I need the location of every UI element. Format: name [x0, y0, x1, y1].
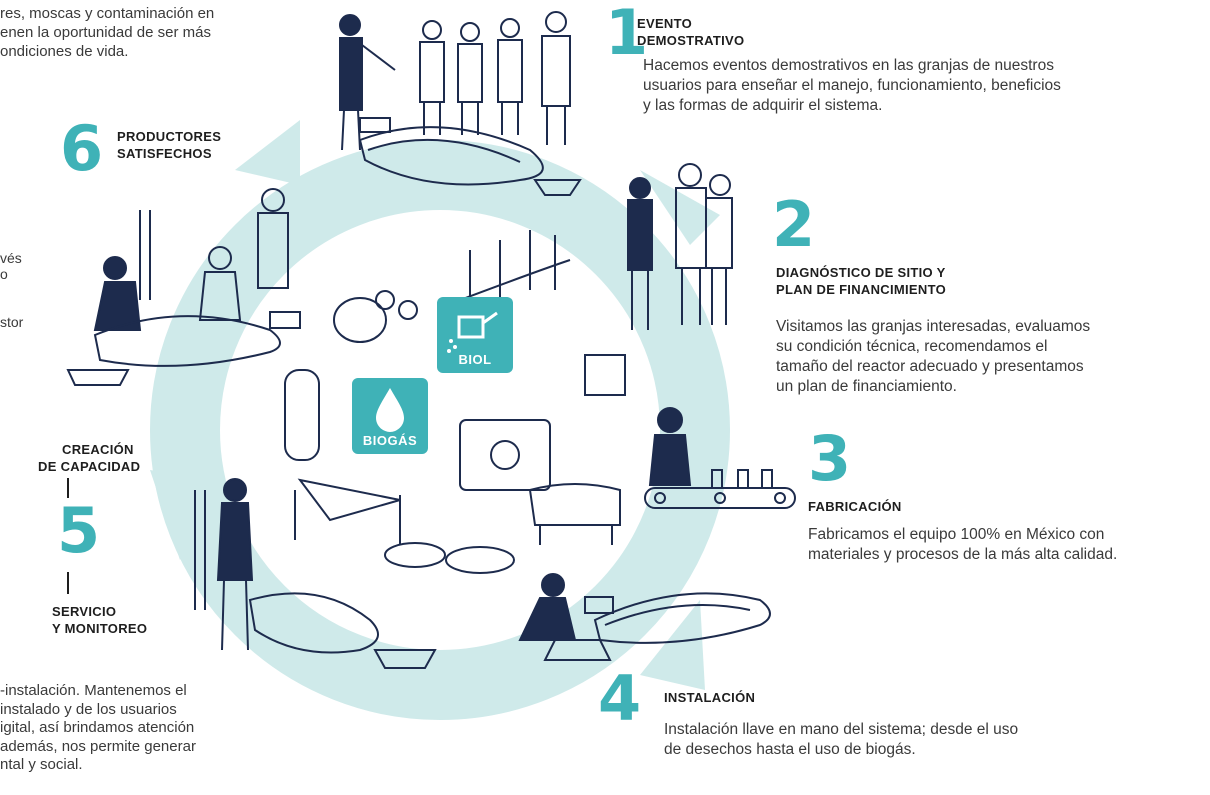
step-1-text-line: y las formas de adquirir el sistema.	[643, 97, 883, 114]
biogas-label: BIOGÁS	[362, 433, 418, 448]
step-4-text: Instalación llave en mano del sistema; d…	[664, 720, 1018, 760]
step-5-title-top-line2: DE CAPACIDAD	[38, 459, 141, 474]
step-5-text-line: ntal y social.	[0, 756, 83, 773]
step-6-text-line: res, moscas y contaminación en	[0, 5, 215, 22]
step-6-side-line	[0, 298, 23, 314]
step-5-text: -instalación. Mantenemos el instalado y …	[0, 682, 196, 775]
step-2-text-line: su condición técnica, recomendamos el	[776, 338, 1048, 355]
diagnosis-illustration	[627, 163, 733, 330]
step-2-number: 2	[772, 188, 816, 261]
biogas-badge: BIOGÁS	[352, 378, 428, 454]
step-3-text-line: Fabricamos el equipo 100% en México con	[808, 526, 1105, 543]
step-5-title-top-line1: CREACIÓN	[62, 442, 134, 457]
step-1-text-line: Hacemos eventos demostrativos en las gra…	[643, 57, 1054, 74]
step-5-number: 5	[57, 494, 101, 567]
step-2-text-line: un plan de financiamiento.	[776, 378, 957, 395]
step-5-text-line: igital, así brindamos atención	[0, 719, 195, 736]
step-3-text-line: materiales y procesos de la más alta cal…	[808, 546, 1118, 563]
fabrication-illustration	[644, 407, 796, 509]
step-2-text-line: tamaño del reactor adecuado y presentamo…	[776, 358, 1084, 375]
step-1-text: Hacemos eventos demostrativos en las gra…	[643, 56, 1061, 116]
service-illustration	[194, 478, 437, 669]
biol-badge: BIOL	[437, 297, 513, 373]
step-5-title-bottom-line2: Y MONITOREO	[52, 621, 148, 636]
step-6-side-line	[0, 282, 23, 298]
step-5-connector-bottom	[67, 572, 69, 594]
step-6-number: 6	[60, 112, 104, 185]
step-6-title-line1: PRODUCTORES	[117, 129, 222, 144]
step-2-title-line2: PLAN DE FINANCIMIENTO	[776, 282, 947, 297]
step-3-text: Fabricamos el equipo 100% en México con …	[808, 525, 1117, 565]
step-2-title-line1: DIAGNÓSTICO DE SITIO Y	[776, 265, 946, 280]
step-6-title-line2: SATISFECHOS	[117, 146, 212, 161]
ring-arrow-1	[640, 170, 720, 245]
step-5-connector-top	[67, 478, 69, 498]
step-5-text-line: -instalación. Mantenemos el	[0, 682, 187, 699]
center-illustration	[284, 230, 626, 574]
step-2-text-line: Visitamos las granjas interesadas, evalu…	[776, 318, 1091, 335]
step-1-text-line: usuarios para enseñar el manejo, funcion…	[643, 77, 1061, 94]
step-6-side-line: o	[0, 266, 8, 282]
installation-illustration	[518, 573, 771, 661]
step-6-text-line: ondiciones de vida.	[0, 43, 129, 60]
biol-label: BIOL	[458, 352, 492, 367]
step-5-title-bottom-line1: SERVICIO	[52, 604, 117, 619]
step-6-text-side: vés o stor	[0, 250, 23, 330]
people-group-illustration	[339, 11, 582, 196]
step-1-title-line1: EVENTO	[637, 16, 693, 31]
step-6-text-top: res, moscas y contaminación en enen la o…	[0, 4, 214, 61]
watering-can-icon	[447, 311, 498, 353]
step-6-side-line: stor	[0, 314, 24, 330]
step-5-text-line: instalado y de los usuarios	[0, 700, 177, 718]
step-1-title-line2: DEMOSTRATIVO	[637, 33, 745, 48]
step-3-number: 3	[808, 422, 852, 495]
step-3-title: FABRICACIÓN	[808, 499, 902, 514]
step-4-text-line: Instalación llave en mano del sistema; d…	[664, 721, 1019, 738]
producers-illustration	[66, 188, 301, 386]
step-4-text-line: de desechos hasta el uso de biogás.	[664, 741, 916, 758]
ring-arrow-2	[640, 600, 705, 690]
ring-arrow-4	[235, 120, 300, 185]
step-1-number: 1	[605, 0, 649, 69]
step-4-title: INSTALACIÓN	[664, 690, 756, 705]
step-4-number: 4	[598, 662, 642, 735]
step-6-side-line: vés	[0, 250, 22, 266]
step-5-text-line: además, nos permite generar	[0, 737, 196, 755]
flame-drop-icon	[376, 388, 404, 432]
step-6-text-line: enen la oportunidad de ser más	[0, 24, 211, 41]
cycle-ring	[150, 140, 730, 720]
step-2-text: Visitamos las granjas interesadas, evalu…	[776, 317, 1090, 397]
